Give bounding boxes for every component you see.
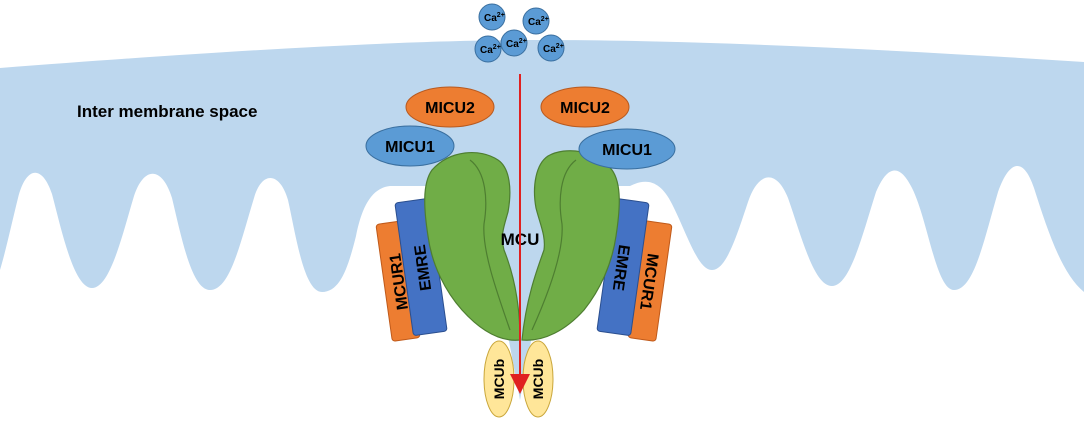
calcium-ion: Ca2+ [537, 34, 565, 62]
emre-right: EMRE [596, 198, 650, 336]
micu1-left: MICU1 [365, 125, 455, 167]
micu2-right: MICU2 [540, 86, 630, 128]
svg-text:MCUb: MCUb [530, 359, 546, 399]
calcium-ion: Ca2+ [522, 7, 550, 35]
micu2-left: MICU2 [405, 86, 495, 128]
svg-text:MICU2: MICU2 [560, 100, 610, 117]
svg-text:Ca2+: Ca2+ [484, 12, 505, 24]
svg-text:Ca2+: Ca2+ [543, 43, 564, 55]
calcium-ion: Ca2+ [478, 3, 506, 31]
mcu-right-subunit [521, 150, 620, 341]
mcur1-right: MCUR1 [627, 220, 673, 342]
svg-text:Ca2+: Ca2+ [480, 44, 501, 56]
svg-text:MICU1: MICU1 [602, 142, 652, 159]
svg-text:Ca2+: Ca2+ [528, 16, 549, 28]
mcub-right: MCUb [522, 340, 554, 418]
svg-text:MCUb: MCUb [491, 359, 507, 399]
svg-text:MICU1: MICU1 [385, 139, 435, 156]
svg-text:Ca2+: Ca2+ [506, 38, 527, 50]
inter-membrane-space-label: Inter membrane space [77, 102, 257, 121]
svg-text:EMRE: EMRE [609, 244, 632, 292]
calcium-ion: Ca2+ [474, 35, 502, 63]
calcium-ions: Ca2+ Ca2+ Ca2+ Ca2+ Ca2+ [474, 3, 565, 63]
mcu-left-subunit [424, 152, 521, 341]
svg-text:MICU2: MICU2 [425, 100, 475, 117]
calcium-ion: Ca2+ [500, 29, 528, 57]
svg-text:EMRE: EMRE [412, 243, 435, 291]
mcub-left: MCUb [483, 340, 515, 418]
micu1-right: MICU1 [578, 128, 676, 170]
